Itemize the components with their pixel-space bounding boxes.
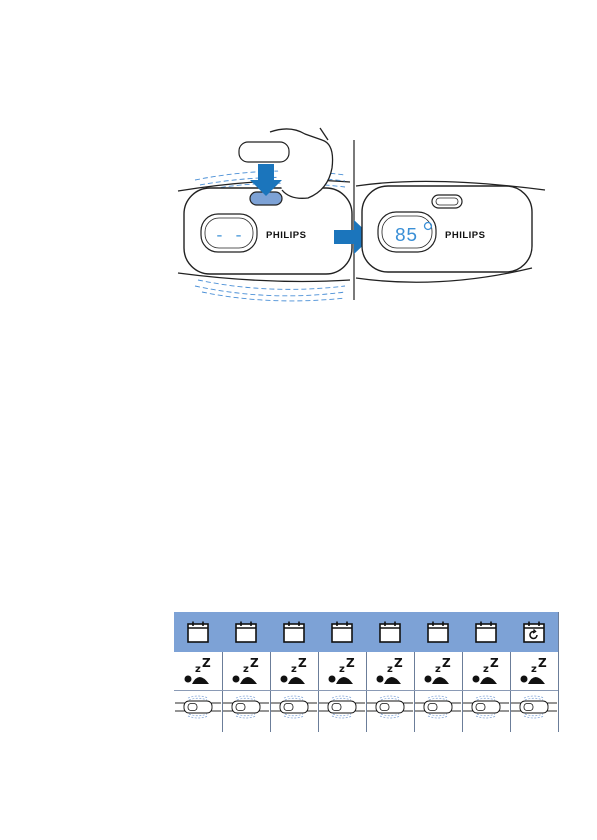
sleep-cell: z Z xyxy=(174,652,222,690)
device-vibrating-icon xyxy=(319,692,365,722)
day-column: z Z xyxy=(318,612,367,732)
device-cell xyxy=(318,690,366,732)
sleep-icon: z Z xyxy=(181,656,215,686)
device-cell xyxy=(462,690,510,732)
sleep-cell: z Z xyxy=(318,652,366,690)
calendar-cell xyxy=(366,612,414,652)
display-right-text: 85 xyxy=(395,225,418,247)
day-column: z Z xyxy=(510,612,559,732)
device-vibrating-icon xyxy=(223,692,269,722)
device-cell xyxy=(414,690,462,732)
calendar-cell xyxy=(318,612,366,652)
svg-text:Z: Z xyxy=(538,656,547,670)
calendar-cell xyxy=(414,612,462,652)
svg-text:Z: Z xyxy=(490,656,499,670)
calendar-cell xyxy=(270,612,318,652)
sleep-cell: z Z xyxy=(462,652,510,690)
calendar-repeat-icon xyxy=(522,620,546,644)
svg-text:Z: Z xyxy=(346,656,355,670)
day-column: z Z xyxy=(366,612,415,732)
calendar-cell xyxy=(222,612,270,652)
device-cell xyxy=(510,690,558,732)
calendar-icon xyxy=(282,620,306,644)
sleep-cell: z Z xyxy=(270,652,318,690)
sleep-cell: z Z xyxy=(510,652,558,690)
calendar-icon xyxy=(474,620,498,644)
svg-text:Z: Z xyxy=(202,656,211,670)
svg-text:Z: Z xyxy=(442,656,451,670)
svg-text:z: z xyxy=(339,664,345,675)
device-right: 85 PHILIPS xyxy=(356,181,545,282)
svg-text:Z: Z xyxy=(250,656,259,670)
calendar-icon xyxy=(426,620,450,644)
device-cell xyxy=(222,690,270,732)
calendar-icon xyxy=(330,620,354,644)
svg-text:z: z xyxy=(531,664,537,675)
sleep-icon: z Z xyxy=(277,656,311,686)
device-cell xyxy=(366,690,414,732)
device-vibrating-icon xyxy=(271,692,317,722)
calendar-icon xyxy=(186,620,210,644)
svg-text:z: z xyxy=(387,664,393,675)
day-column: z Z xyxy=(414,612,463,732)
svg-text:z: z xyxy=(483,664,489,675)
calendar-icon xyxy=(378,620,402,644)
device-vibrating-icon xyxy=(415,692,461,722)
day-column: z Z xyxy=(462,612,511,732)
display-left-text: - - xyxy=(215,227,244,245)
brand-left: PHILIPS xyxy=(266,230,306,241)
svg-text:Z: Z xyxy=(298,656,307,670)
calendar-cell xyxy=(510,612,558,652)
day-column: z Z xyxy=(174,612,223,732)
device-cell xyxy=(174,690,222,732)
svg-text:z: z xyxy=(195,664,201,675)
sleep-icon: z Z xyxy=(517,656,551,686)
day-strip: z Z xyxy=(174,612,564,732)
sleep-cell: z Z xyxy=(366,652,414,690)
device-vibrating-icon xyxy=(511,692,557,722)
device-left: - - PHILIPS xyxy=(178,128,354,301)
device-vibrating-icon xyxy=(175,692,221,722)
sleep-cell: z Z xyxy=(222,652,270,690)
calendar-cell xyxy=(174,612,222,652)
calendar-icon xyxy=(234,620,258,644)
device-vibrating-icon xyxy=(367,692,413,722)
day-column: z Z xyxy=(222,612,271,732)
sleep-icon: z Z xyxy=(469,656,503,686)
sleep-icon: z Z xyxy=(373,656,407,686)
day-column: z Z xyxy=(270,612,319,732)
brand-right: PHILIPS xyxy=(445,230,485,241)
svg-text:z: z xyxy=(435,664,441,675)
sleep-cell: z Z xyxy=(414,652,462,690)
svg-text:Z: Z xyxy=(394,656,403,670)
sleep-icon: z Z xyxy=(229,656,263,686)
svg-text:z: z xyxy=(243,664,249,675)
device-vibrating-icon xyxy=(463,692,509,722)
device-cell xyxy=(270,690,318,732)
sleep-icon: z Z xyxy=(325,656,359,686)
svg-text:z: z xyxy=(291,664,297,675)
sleep-icon: z Z xyxy=(421,656,455,686)
calendar-cell xyxy=(462,612,510,652)
device-illustration: - - PHILIPS 85 PHILIPS xyxy=(150,120,570,305)
